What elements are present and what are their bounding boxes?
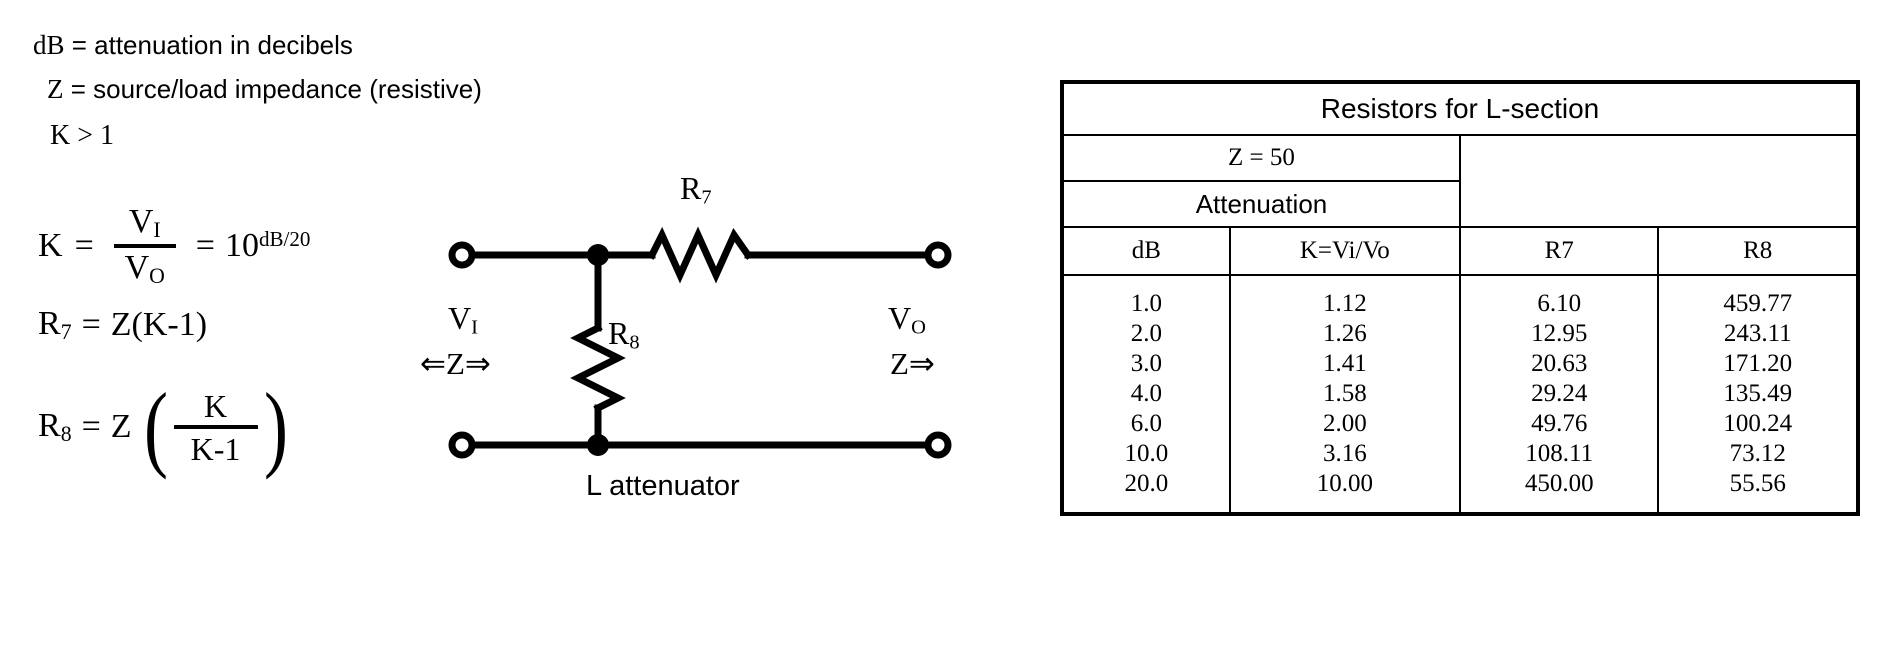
table-cell: 3.0 [1061, 349, 1231, 379]
table-cell: 100.24 [1657, 409, 1859, 439]
terminal-input-top [448, 241, 476, 269]
formula-r8: R8 = Z ( K K-1 ) [38, 373, 291, 480]
table-cell: 49.76 [1458, 409, 1660, 439]
note-db-symbol: dB [33, 30, 65, 60]
table-cell: 10.00 [1228, 469, 1461, 515]
resistor-r8-zigzag [570, 323, 626, 413]
formula-k-fraction: VI VO [113, 203, 176, 288]
paren-open: ( [143, 373, 168, 480]
table-impedance-row: Z = 50 [1061, 134, 1860, 228]
note-db-definition: dB = attenuation in decibels [33, 30, 353, 61]
formula-r7: R7 = Z(K-1) [38, 305, 207, 345]
resistor-table-container: Resistors for L-section Z = 50 Attenuati… [1060, 80, 1860, 516]
table-cell: 12.95 [1458, 319, 1660, 349]
label-z-output: Z⇒ [890, 346, 935, 381]
note-z-symbol: Z [47, 74, 64, 104]
note-db-text: = attenuation in decibels [64, 30, 353, 60]
table-cell: 6.0 [1061, 409, 1231, 439]
table-cell: 55.56 [1657, 469, 1859, 515]
fraction-bar [173, 424, 258, 429]
paren-close: ) [263, 373, 288, 480]
table-cell: 2.00 [1228, 409, 1461, 439]
resistor-table: Resistors for L-section Z = 50 Attenuati… [1060, 80, 1860, 516]
formula-k-denominator: VO [124, 248, 165, 288]
table-cell: 459.77 [1657, 274, 1859, 319]
table-cell: 108.11 [1458, 439, 1660, 469]
table-cell: 450.00 [1458, 469, 1660, 515]
column-header-r7: R7 [1458, 226, 1660, 276]
formula-r8-z: Z [110, 408, 132, 446]
table-title-row: Resistors for L-section [1061, 81, 1859, 136]
table-cell: 29.24 [1458, 379, 1660, 409]
table-cell: 6.10 [1458, 274, 1660, 319]
circuit-svg [448, 226, 952, 459]
table-cell: 20.63 [1458, 349, 1660, 379]
table-cell: 135.49 [1657, 379, 1859, 409]
fraction-bar [113, 243, 176, 248]
formula-r8-numerator: K [203, 387, 228, 424]
table-title: Resistors for L-section [1061, 81, 1859, 136]
table-impedance-label: Z = 50 [1061, 134, 1461, 182]
table-cell: 1.12 [1228, 274, 1461, 319]
formula-r8-fraction: K K-1 [173, 387, 258, 467]
label-r7: R7 [680, 170, 712, 209]
circuit-diagram: R7 R8 VI ⇐Z⇒ VO Z⇒ L attenuator [400, 170, 1000, 600]
terminal-input-bottom [448, 431, 476, 459]
formula-k: K = VI VO = 10dB/20 [38, 205, 310, 287]
table-cell: 1.26 [1228, 319, 1461, 349]
label-vi: VI [448, 300, 478, 339]
note-z-text: = source/load impedance (resistive) [63, 74, 482, 104]
label-z-input: ⇐Z⇒ [420, 346, 491, 381]
table-cell: 73.12 [1657, 439, 1859, 469]
column-header-r8: R8 [1657, 226, 1859, 276]
formula-k-equals-2: = [195, 227, 215, 265]
terminal-output-bottom [924, 431, 952, 459]
formula-k-numerator: VI [128, 203, 161, 242]
label-vo: VO [888, 300, 926, 339]
junction-dot-bottom [587, 434, 609, 456]
table-cell: 10.0 [1061, 439, 1231, 469]
label-r8: R8 [608, 315, 640, 354]
note-z-definition: Z = source/load impedance (resistive) [47, 74, 482, 105]
table-header-row: dB K=Vi/Vo R7 R8 [1061, 226, 1859, 276]
formula-k-equals-1: = [74, 227, 94, 265]
table-cell: 1.41 [1228, 349, 1461, 379]
table-attenuation-label: Attenuation [1061, 180, 1461, 228]
table-cell: 4.0 [1061, 379, 1231, 409]
formula-r7-equals: = [81, 305, 101, 343]
table-cell: 171.20 [1657, 349, 1859, 379]
circuit-caption: L attenuator [586, 470, 740, 502]
notes-block: dB = attenuation in decibels Z = source/… [0, 0, 482, 660]
formula-block: K = VI VO = 10dB/20 R7 = Z(K-1) R8 = Z (… [0, 0, 430, 660]
column-header-k: K=Vi/Vo [1228, 226, 1461, 276]
resistor-r7-zigzag [647, 226, 753, 284]
formula-k-lhs: K [38, 227, 63, 265]
formula-r7-rhs: Z(K-1) [110, 305, 208, 343]
junction-dot-top [587, 244, 609, 266]
table-attenuation-row: Attenuation [1061, 180, 1858, 228]
formula-r7-lhs: R7 [38, 305, 72, 344]
table-cell: 2.0 [1061, 319, 1231, 349]
formula-k-rhs: 10dB/20 [224, 226, 311, 265]
note-k-condition: K > 1 [50, 120, 115, 151]
table-cell: 20.0 [1061, 469, 1231, 515]
table-cell: 243.11 [1657, 319, 1859, 349]
column-header-db: dB [1061, 226, 1231, 276]
formula-r8-lhs: R8 [38, 407, 72, 447]
table-cell: 1.0 [1061, 274, 1231, 319]
table-cell: 1.58 [1228, 379, 1461, 409]
table-cell: 3.16 [1228, 439, 1461, 469]
table-empty-cell [1458, 134, 1860, 228]
formula-r8-equals: = [81, 408, 101, 446]
formula-r8-denominator: K-1 [190, 430, 241, 467]
terminal-output-top [924, 241, 952, 269]
